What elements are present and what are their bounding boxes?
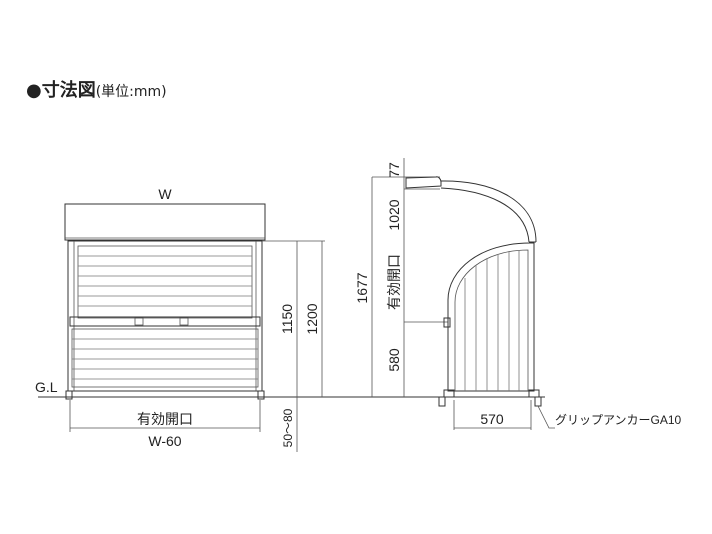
side-slats [464,251,520,391]
front-upper-door [77,245,253,319]
side-handle [443,317,451,328]
dim-opening-label: 有効開口 [386,254,402,310]
handle-right [179,317,189,326]
opening-width-label: W-60 [148,433,181,449]
anchor-label: グリップアンカーGA10 [555,413,682,427]
front-foot-left [65,390,73,400]
lower-slats [72,338,258,380]
anchor-left [438,396,446,407]
title-main: 寸法図 [41,80,96,101]
anchor-leader [537,405,555,429]
side-body-inner [454,249,529,391]
handle-left [134,317,144,326]
side-roof-arc-inner [440,187,530,243]
title-bullet: ● [26,80,42,101]
front-foot-right [257,390,265,400]
opening-label: 有効開口 [137,411,193,427]
dim-total-height: 1200 [304,303,320,334]
diagram-title: ●寸法図(単位:mm) [26,76,167,102]
side-roof-arc-outer [440,180,537,243]
dim-depth: 570 [480,411,504,427]
dim-roof: 77 [386,162,402,178]
side-view: 1677 77 1020 有効開口 580 570 [354,158,682,430]
anchor-right [534,396,542,407]
dim-upper: 1020 [386,199,402,230]
front-view: W [35,186,325,452]
width-label: W [158,186,172,202]
side-foot-right [528,389,540,398]
front-body [67,240,263,392]
side-foot-left [443,389,455,398]
side-roof-tab [405,176,442,189]
front-roof [64,203,266,241]
front-handle-bar [69,316,261,327]
side-body-outline [447,242,535,392]
title-unit: (単位:mm) [95,84,167,100]
front-lower-panel [71,328,259,388]
upper-slats [78,255,252,307]
ground-label: G.L [35,379,58,395]
dim-foot: 50～80 [281,408,295,447]
dim-lower: 580 [386,348,402,372]
dim-inner-height: 1150 [279,304,295,334]
dim-total: 1677 [354,272,370,303]
